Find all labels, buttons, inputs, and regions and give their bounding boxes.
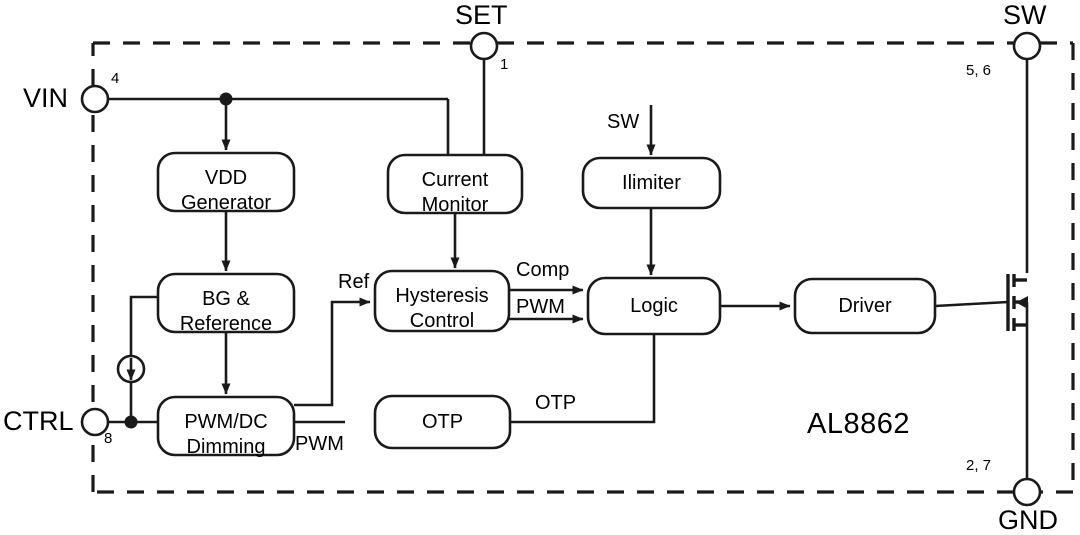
block-label-line1: PWM/DC bbox=[184, 411, 268, 433]
block-label-bg-reference: BG & Reference bbox=[158, 287, 294, 337]
block-label-pwm-dc-dimming: PWM/DC Dimming bbox=[158, 410, 294, 460]
pin-number-sw: 5, 6 bbox=[966, 62, 992, 79]
block-label-line1: VDD bbox=[204, 167, 248, 189]
block-pwm-dc-dimming bbox=[156, 395, 296, 457]
block-label-line2: Control bbox=[409, 310, 475, 332]
block-label-line2: Dimming bbox=[186, 436, 266, 458]
block-label-line2: Generator bbox=[180, 192, 272, 214]
block-label-line1: Ilimiter bbox=[622, 172, 681, 194]
pin-label-vin: VIN bbox=[23, 83, 69, 113]
block-label-driver: Driver bbox=[795, 294, 935, 319]
junction-dot-vin bbox=[219, 92, 233, 106]
wire-otp-to-logic bbox=[510, 334, 656, 424]
wire-bg-to-current-source bbox=[129, 295, 158, 356]
block-label-vdd-generator: VDD Generator bbox=[158, 166, 294, 216]
block-label-line1: Current bbox=[421, 169, 489, 191]
block-hysteresis-control bbox=[373, 269, 511, 333]
block-label-current-monitor: Current Monitor bbox=[388, 168, 522, 218]
block-label-line1: BG & bbox=[202, 288, 250, 310]
pin-circle-set bbox=[469, 31, 499, 61]
junction-dot-ctrl bbox=[124, 415, 138, 429]
pin-circle-vin bbox=[80, 84, 110, 114]
signal-label-pwm-output: PWM bbox=[295, 433, 344, 455]
mosfet-body-arrow bbox=[1016, 296, 1028, 309]
signal-label-otp: OTP bbox=[535, 392, 577, 414]
block-label-otp: OTP bbox=[375, 410, 510, 435]
block-label-hysteresis-control: Hysteresis Control bbox=[375, 284, 509, 334]
pin-label-gnd: GND bbox=[998, 505, 1058, 535]
pin-label-set: SET bbox=[455, 0, 508, 30]
pin-number-gnd: 2, 7 bbox=[966, 457, 992, 474]
block-label-ilimiter: Ilimiter bbox=[583, 171, 720, 196]
block-label-line2: Monitor bbox=[421, 194, 489, 216]
block-label-line1: OTP bbox=[421, 411, 464, 433]
pin-number-set: 1 bbox=[500, 56, 509, 73]
block-label-line1: Driver bbox=[838, 295, 892, 317]
block-label-line1: Logic bbox=[630, 295, 678, 317]
wire-vin-bus bbox=[108, 97, 450, 155]
pin-circle-sw bbox=[1012, 31, 1042, 61]
pin-label-ctrl: CTRL bbox=[3, 406, 74, 436]
wire-driver-to-mosfet-gate bbox=[934, 300, 1009, 308]
wire-ref-to-hysteresis bbox=[294, 297, 371, 407]
signal-label-pwm-logic: PWM bbox=[516, 296, 565, 318]
signal-label-sw-input: SW bbox=[607, 111, 640, 133]
signal-label-comp: Comp bbox=[516, 259, 570, 281]
signal-label-ref: Ref bbox=[338, 271, 370, 293]
pin-label-sw: SW bbox=[1003, 0, 1047, 30]
pin-circle-gnd bbox=[1012, 477, 1042, 507]
pin-number-ctrl: 8 bbox=[104, 430, 113, 447]
pin-number-vin: 4 bbox=[111, 70, 120, 87]
part-number-label: AL8862 bbox=[807, 408, 910, 440]
block-label-logic: Logic bbox=[588, 294, 720, 319]
block-label-line2: Reference bbox=[179, 313, 273, 335]
block-label-line1: Hysteresis bbox=[395, 285, 489, 307]
